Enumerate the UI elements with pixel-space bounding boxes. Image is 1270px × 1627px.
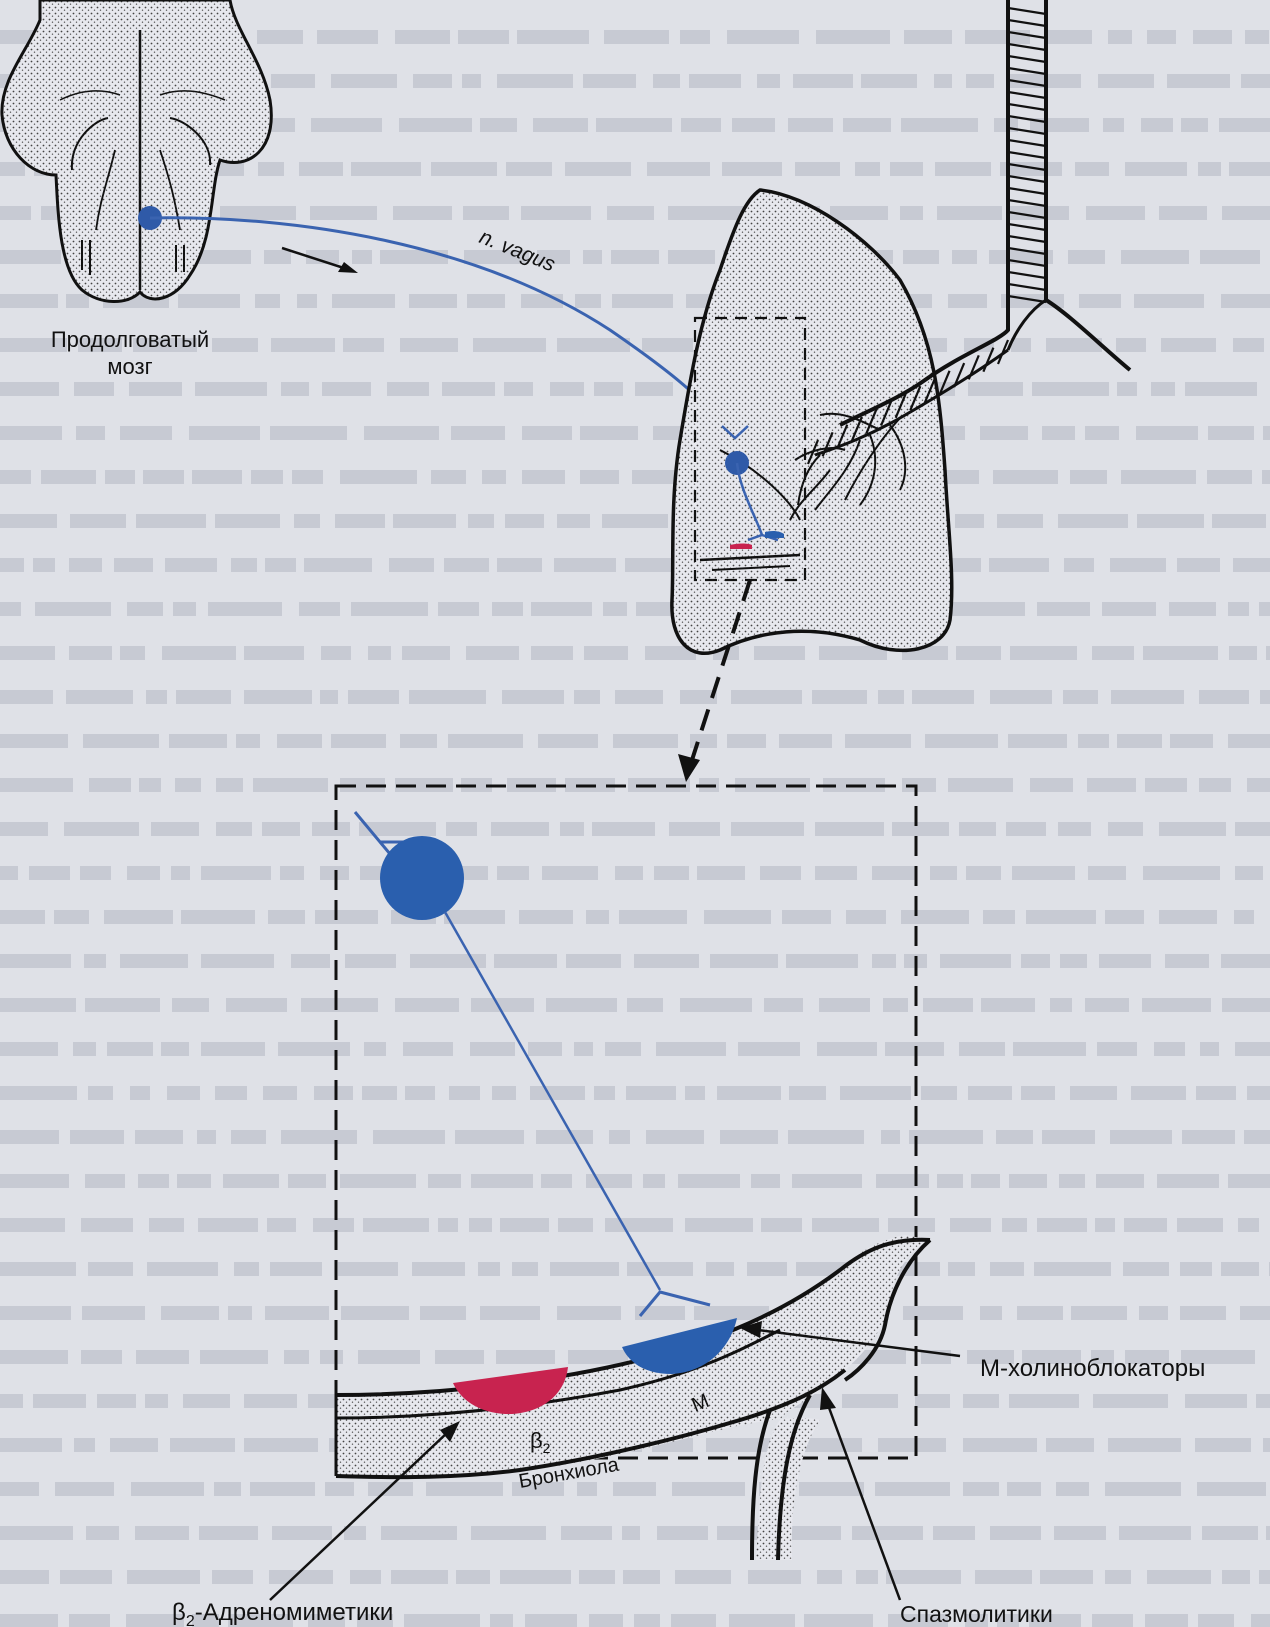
tracheal-ring <box>1008 68 1046 74</box>
tracheal-ring <box>1008 284 1046 290</box>
tracheal-ring <box>1008 92 1046 98</box>
beta2-agonists-label: β2-Адреномиметики <box>172 1599 393 1627</box>
tracheal-ring <box>1008 188 1046 194</box>
medulla-oblongata-illustration <box>2 0 271 302</box>
tracheal-ring <box>1008 212 1046 218</box>
tracheal-ring <box>1008 200 1046 206</box>
brain-label-line2: мозг <box>107 354 152 379</box>
tracheal-ring <box>1008 116 1046 122</box>
tracheal-ring <box>1008 260 1046 266</box>
bronchial-ring <box>969 355 979 379</box>
brain-label-line1: Продолговатый <box>51 327 209 352</box>
tracheal-ring <box>1008 152 1046 158</box>
direction-arrow-icon <box>282 248 358 273</box>
tracheal-ring <box>1008 164 1046 170</box>
tracheal-ring <box>1008 296 1046 302</box>
tracheal-ring <box>1008 56 1046 62</box>
vagus-nerve-fiber <box>150 218 728 440</box>
m-blockers-label: М-холиноблокаторы <box>980 1355 1205 1382</box>
tracheal-ring <box>1008 8 1046 14</box>
tracheal-ring <box>1008 248 1046 254</box>
bronchiole-illustration <box>336 1235 930 1560</box>
lung-illustration <box>672 190 952 653</box>
tracheal-ring <box>1008 32 1046 38</box>
tracheal-ring <box>1008 272 1046 278</box>
tracheal-ring <box>1008 104 1046 110</box>
tracheal-ring <box>1008 140 1046 146</box>
postganglionic-axon <box>445 912 660 1290</box>
tracheal-ring <box>1008 44 1046 50</box>
tracheal-ring <box>1008 224 1046 230</box>
tracheal-ring <box>1008 20 1046 26</box>
tracheal-ring <box>1008 236 1046 242</box>
tracheal-ring <box>1008 80 1046 86</box>
spasmolytic-arrow <box>820 1387 900 1600</box>
tracheal-ring <box>1008 176 1046 182</box>
spasmolytics-label: Спазмолитики <box>900 1601 1053 1627</box>
postganglionic-neuron <box>380 836 464 920</box>
tracheal-ring <box>1008 128 1046 134</box>
